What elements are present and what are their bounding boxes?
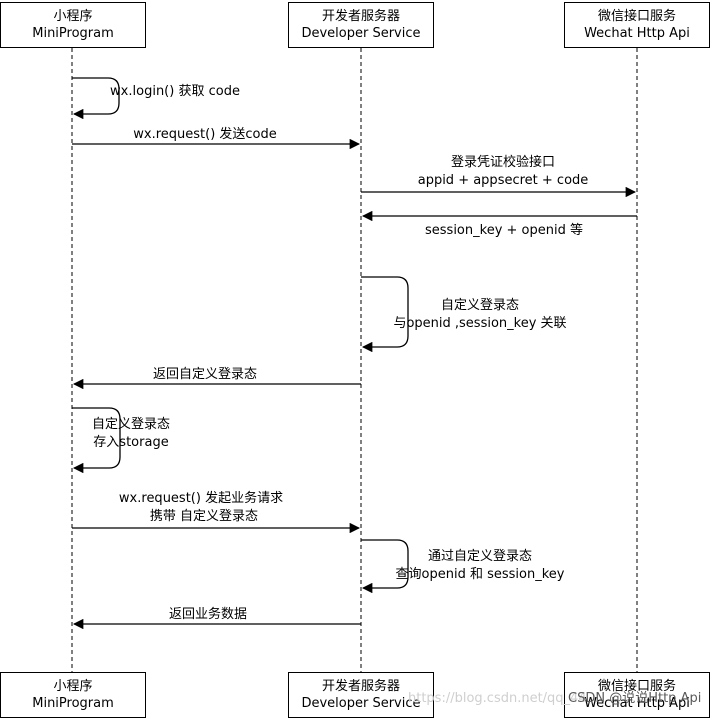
participant-zh: 小程序: [53, 9, 93, 24]
label-biz-request-2: 携带 自定义登录态: [149, 509, 259, 524]
label-store-2: 存入storage: [93, 435, 169, 450]
label-verify-2: appid + appsecret + code: [417, 173, 589, 188]
participant-miniprogram-top: 小程序 MiniProgram: [0, 2, 146, 48]
label-verify-1: 登录凭证校验接口: [450, 155, 556, 170]
participant-developer-service-bottom: 开发者服务器 Developer Service: [288, 672, 434, 718]
label-custom-state-2: 与openid ,session_key 关联: [393, 316, 567, 331]
participant-en: Developer Service: [301, 26, 421, 41]
participant-en: MiniProgram: [32, 26, 114, 41]
label-query-2: 查询openid 和 session_key: [395, 567, 565, 582]
participant-zh: 微信接口服务: [597, 679, 676, 694]
label-login: wx.login() 获取 code: [110, 84, 240, 99]
participant-en: MiniProgram: [32, 696, 114, 711]
label-biz-return: 返回业务数据: [168, 607, 248, 622]
watermark-url: https://blog.csdn.net/qq_44: [408, 691, 587, 706]
self-arrow-login: [72, 77, 120, 120]
watermark-text: CSDN @说说Http Api: [568, 691, 702, 706]
participant-en: Developer Service: [301, 696, 421, 711]
label-return-state: 返回自定义登录态: [152, 367, 258, 382]
label-custom-state-1: 自定义登录态: [440, 298, 520, 313]
participant-wechat-api-bottom: 微信接口服务 Wechat Http Api: [564, 672, 710, 718]
participant-wechat-api-top: 微信接口服务 Wechat Http Api: [564, 2, 710, 48]
self-arrow-custom-state: [361, 276, 409, 353]
participant-zh: 开发者服务器: [321, 679, 400, 694]
participant-developer-service-top: 开发者服务器 Developer Service: [288, 2, 434, 48]
participant-en: Wechat Http Api: [584, 26, 690, 41]
participant-en: Wechat Http Api: [584, 696, 690, 711]
participant-miniprogram-bottom: 小程序 MiniProgram: [0, 672, 146, 718]
label-send-code: wx.request() 发送code: [133, 127, 277, 142]
participant-zh: 开发者服务器: [321, 9, 400, 24]
label-session-return: session_key + openid 等: [425, 223, 583, 238]
participant-zh: 微信接口服务: [597, 9, 676, 24]
participant-zh: 小程序: [53, 679, 93, 694]
self-arrow-query: [361, 539, 409, 594]
label-store-1: 自定义登录态: [91, 417, 171, 432]
self-arrow-store: [72, 407, 121, 474]
label-query-1: 通过自定义登录态: [427, 549, 533, 564]
label-biz-request-1: wx.request() 发起业务请求: [118, 491, 284, 506]
